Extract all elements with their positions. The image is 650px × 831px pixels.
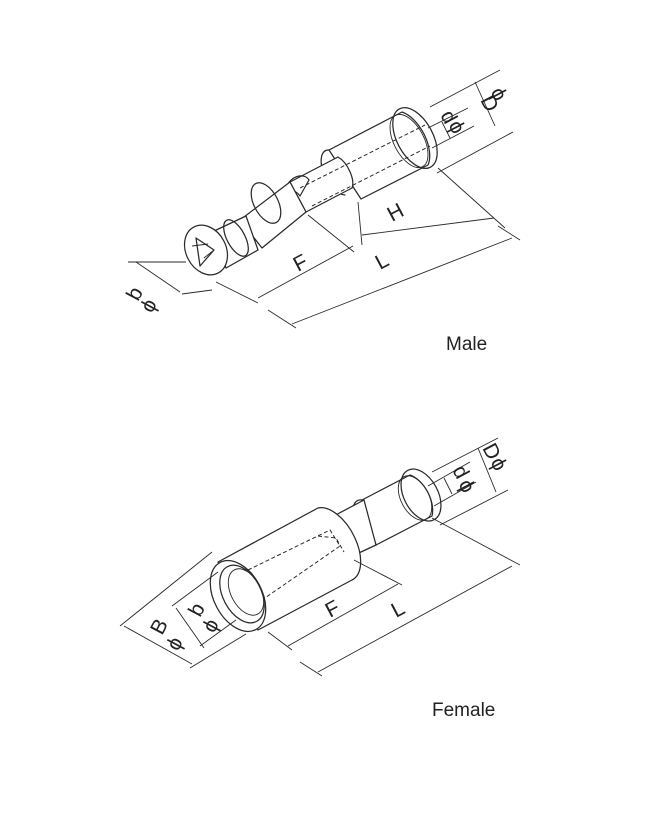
male-neck	[239, 181, 307, 249]
female-terminal-drawing: D ϕ d ϕ F L b ϕ B ϕ	[119, 437, 521, 677]
male-hidden-tube	[299, 124, 431, 207]
female-caption: Female	[432, 700, 496, 721]
male-label-b-phi: ϕ	[136, 295, 162, 316]
male-label-H: H	[384, 199, 408, 226]
male-terminal-drawing: D ϕ d ϕ H F L b ϕ	[122, 69, 521, 329]
female-body	[209, 507, 362, 633]
male-bullet-head	[183, 215, 259, 276]
female-label-F: F	[322, 596, 344, 622]
female-label-B-phi: ϕ	[162, 633, 188, 654]
male-label-L: L	[372, 249, 393, 275]
female-label-b-phi: ϕ	[198, 615, 224, 636]
female-label-L: L	[388, 597, 409, 623]
male-label-F: F	[290, 250, 312, 276]
male-dimension-lines	[128, 69, 521, 329]
male-caption: Male	[446, 334, 488, 355]
female-dimension-lines	[119, 437, 521, 677]
